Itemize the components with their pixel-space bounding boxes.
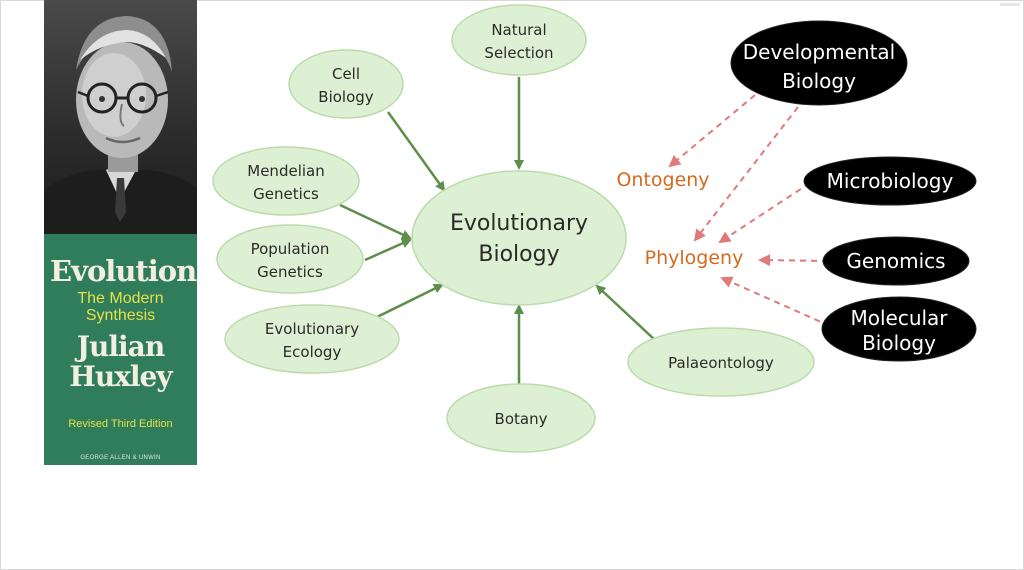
node-shape (730, 20, 908, 106)
cover-author-line2: Huxley (69, 360, 172, 393)
node-molecular-biology: Molecular Biology (821, 296, 977, 362)
cover-publisher: GEORGE ALLEN & UNWIN (80, 455, 161, 461)
cover-title: Evolution (50, 254, 197, 288)
label-ontogeny: Ontogeny (616, 169, 709, 191)
node-label-line1: Palaeontology (668, 354, 774, 372)
edge-genomics-phylogeny (758, 254, 829, 267)
node-label-line2: Ecology (283, 343, 342, 361)
edge-cell-biology (386, 111, 446, 192)
node-shape (821, 296, 977, 362)
node-label-line1: Population (251, 240, 330, 258)
node-label-line1: Evolutionary (450, 211, 588, 236)
cover-title-panel: Evolution The Modern Synthesis Julian Hu… (44, 234, 197, 465)
edge-microbiology-phylogeny (718, 182, 811, 244)
label-phylogeny: Phylogeny (645, 247, 744, 269)
node-label-line2: Biology (862, 331, 936, 355)
node-mendelian-genetics: Mendelian Genetics (212, 146, 360, 216)
node-label-line2: Biology (782, 69, 856, 93)
node-shape (627, 327, 815, 397)
portrait-illustration (44, 16, 197, 234)
edge-population-genetics (364, 238, 412, 262)
edge-developmental-ontogeny (668, 94, 756, 168)
node-shape (822, 236, 970, 286)
node-shape (224, 304, 400, 374)
node-label-line1: Developmental (743, 40, 895, 64)
node-label-line1: Microbiology (827, 169, 954, 193)
node-label-line1: Molecular (850, 306, 948, 330)
author-portrait (44, 0, 197, 234)
node-population-genetics: Population Genetics (216, 224, 364, 294)
node-shape (451, 4, 587, 76)
node-cell-biology: Cell Biology (288, 49, 404, 119)
node-label-line2: Genetics (253, 185, 319, 203)
node-shape (803, 156, 977, 206)
node-palaeontology: Palaeontology (627, 327, 815, 397)
node-label-line1: Evolutionary (265, 320, 359, 338)
node-label-line1: Mendelian (247, 162, 324, 180)
node-microbiology: Microbiology (803, 156, 977, 206)
node-shape (288, 49, 404, 119)
node-natural-selection: Natural Selection (451, 4, 587, 76)
edge-mendelian-genetics (339, 203, 412, 240)
cover-subtitle-line2: Synthesis (85, 307, 156, 324)
node-label-line1: Botany (495, 410, 548, 428)
cover-subtitle-line1: The Modern (77, 290, 164, 307)
node-shape (212, 146, 360, 216)
cover-author-line1: Julian (76, 330, 165, 363)
node-botany: Botany (446, 383, 596, 453)
node-genomics: Genomics (822, 236, 970, 286)
edge-molecular-phylogeny (720, 276, 831, 327)
node-label-line2: Biology (318, 88, 374, 106)
node-label-line2: Genetics (257, 263, 323, 281)
node-label-line1: Genomics (846, 249, 945, 273)
node-developmental-biology: Developmental Biology (730, 20, 908, 106)
corner-mark (1000, 3, 1020, 6)
node-shape (411, 170, 627, 306)
edge-developmental-phylogeny (693, 106, 799, 242)
book-cover: Evolution The Modern Synthesis Julian Hu… (44, 0, 197, 465)
node-label-line1: Natural (491, 21, 546, 39)
edge-evolutionary-ecology (374, 283, 444, 320)
edge-palaeontology (595, 284, 656, 341)
node-evolutionary-ecology: Evolutionary Ecology (224, 304, 400, 374)
node-label-line2: Biology (478, 242, 559, 267)
node-shape (216, 224, 364, 294)
cover-edition: Revised Third Edition (68, 418, 173, 430)
node-label-line1: Cell (332, 65, 360, 83)
node-evolutionary-biology: Evolutionary Biology (411, 170, 627, 306)
node-label-line2: Selection (484, 44, 553, 62)
node-shape (446, 383, 596, 453)
